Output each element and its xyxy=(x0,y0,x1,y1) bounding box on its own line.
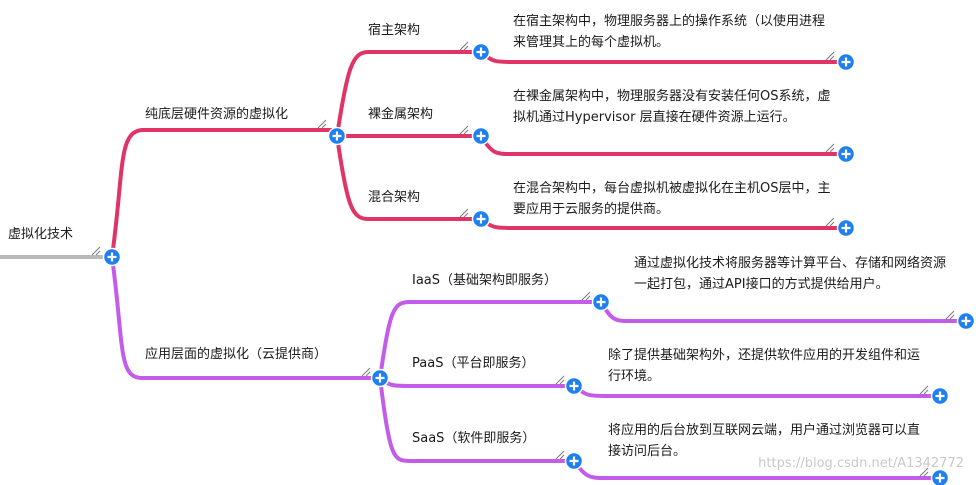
desc-hybrid[interactable]: 在混合架构中，每台虚拟机被虚拟化在主机OS层中，主要应用于云服务的提供商。 xyxy=(513,181,831,217)
plus-circle-icon[interactable] xyxy=(564,376,584,396)
branch-label-application[interactable]: 应用层面的虚拟化（云提供商） xyxy=(145,347,328,362)
plus-circle-icon[interactable] xyxy=(956,311,976,331)
resize-grip-icon[interactable] xyxy=(91,41,955,477)
node-label-paas[interactable]: PaaS（平台即服务） xyxy=(412,356,535,371)
desc-iaas[interactable]: 通过虚拟化技术将服务器等计算平台、存储和网络资源一起打包，通过API接口的方式提… xyxy=(634,256,947,292)
node-label-baremetal[interactable]: 裸金属架构 xyxy=(368,107,434,122)
plus-circle-icon[interactable] xyxy=(102,247,122,267)
plus-circle-icon[interactable] xyxy=(327,126,347,146)
desc-paas[interactable]: 除了提供基础架构外，还提供软件应用的开发组件和运行环境。 xyxy=(608,348,921,384)
desc-baremetal[interactable]: 在裸金属架构中，物理服务器没有安装任何OS系统，虚拟机通过Hypervisor … xyxy=(513,89,831,125)
plus-circle-icon[interactable] xyxy=(930,468,950,485)
plus-circle-icon[interactable] xyxy=(471,126,491,146)
plus-circle-icon[interactable] xyxy=(471,42,491,62)
branch-label-hardware[interactable]: 纯底层硬件资源的虚拟化 xyxy=(145,107,289,122)
plus-circle-icon[interactable] xyxy=(564,451,584,471)
desc-saas[interactable]: 将应用的后台放到互联网云端，用户通过浏览器可以直接访问后台。 xyxy=(608,423,921,459)
desc-host[interactable]: 在宿主架构中，物理服务器上的操作系统（以使用进程来管理其上的每个虚拟机。 xyxy=(513,14,826,50)
plus-circle-icon[interactable] xyxy=(836,52,856,72)
node-label-host[interactable]: 宿主架构 xyxy=(368,23,421,38)
watermark: https://blog.csdn.net/A1342772 xyxy=(758,456,964,471)
plus-circle-icon[interactable] xyxy=(591,292,611,312)
plus-circle-icon[interactable] xyxy=(471,209,491,229)
plus-circle-icon[interactable] xyxy=(370,368,390,388)
plus-circle-icon[interactable] xyxy=(836,218,856,238)
node-label-saas[interactable]: SaaS（软件即服务） xyxy=(412,431,536,446)
node-label-hybrid[interactable]: 混合架构 xyxy=(368,190,421,205)
node-label-iaas[interactable]: IaaS（基础架构即服务） xyxy=(412,273,558,288)
plus-circle-icon[interactable] xyxy=(930,386,950,406)
plus-circle-icon[interactable] xyxy=(836,144,856,164)
root-label[interactable]: 虚拟化技术 xyxy=(8,227,74,242)
